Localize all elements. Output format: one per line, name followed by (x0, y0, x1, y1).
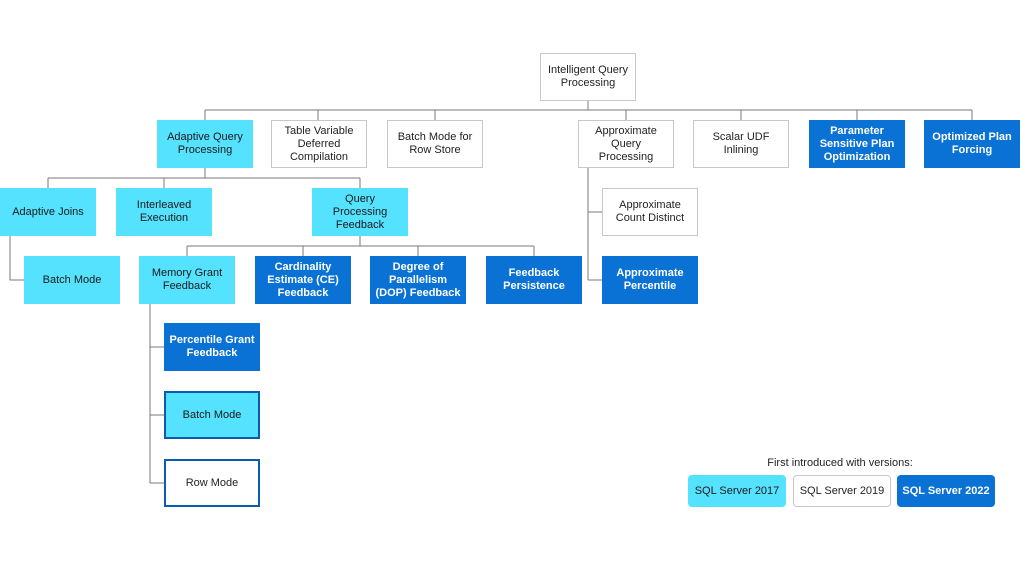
node-row-mode-memory-grant: Row Mode (164, 459, 260, 507)
node-adaptive-query-processing: Adaptive Query Processing (157, 120, 253, 168)
node-approximate-percentile: Approximate Percentile (602, 256, 698, 304)
node-memory-grant-feedback: Memory Grant Feedback (139, 256, 235, 304)
node-approximate-query-processing: Approximate Query Processing (578, 120, 674, 168)
node-intelligent-query-processing: Intelligent Query Processing (540, 53, 636, 101)
node-batch-mode-memory-grant: Batch Mode (164, 391, 260, 439)
node-table-variable-deferred-compilation: Table Variable Deferred Compilation (271, 120, 367, 168)
node-batch-mode-for-row-store: Batch Mode for Row Store (387, 120, 483, 168)
node-cardinality-estimate-feedback: Cardinality Estimate (CE) Feedback (255, 256, 351, 304)
node-approximate-count-distinct: Approximate Count Distinct (602, 188, 698, 236)
node-batch-mode-adaptive-joins: Batch Mode (24, 256, 120, 304)
node-interleaved-execution: Interleaved Execution (116, 188, 212, 236)
legend-sql-server-2019: SQL Server 2019 (793, 475, 891, 507)
legend-title: First introduced with versions: (767, 457, 913, 469)
node-parameter-sensitive-plan-optimization: Parameter Sensitive Plan Optimization (809, 120, 905, 168)
legend-sql-server-2022: SQL Server 2022 (897, 475, 995, 507)
node-query-processing-feedback: Query Processing Feedback (312, 188, 408, 236)
node-percentile-grant-feedback: Percentile Grant Feedback (164, 323, 260, 371)
node-adaptive-joins: Adaptive Joins (0, 188, 96, 236)
node-dop-feedback: Degree of Parallelism (DOP) Feedback (370, 256, 466, 304)
node-optimized-plan-forcing: Optimized Plan Forcing (924, 120, 1020, 168)
legend-sql-server-2017: SQL Server 2017 (688, 475, 786, 507)
node-scalar-udf-inlining: Scalar UDF Inlining (693, 120, 789, 168)
node-feedback-persistence: Feedback Persistence (486, 256, 582, 304)
